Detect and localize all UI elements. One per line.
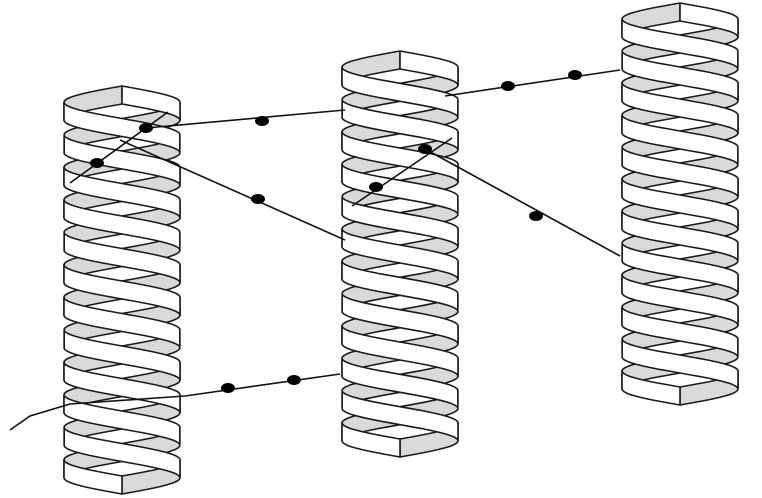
crosslink-line <box>69 111 169 184</box>
helix-strand-front <box>621 18 739 71</box>
helix-strand-front <box>621 370 681 406</box>
helix-strand-front <box>63 296 181 348</box>
helix-strand-front <box>621 242 739 294</box>
helix-strand-front <box>341 130 459 184</box>
helix-right <box>621 2 739 406</box>
helix-strand-front <box>63 361 181 414</box>
link-left-top-short <box>69 111 169 184</box>
helix-strand-front <box>63 166 181 219</box>
link-middle-right-top <box>444 69 621 97</box>
crosslink-line <box>444 69 621 97</box>
crosslink-node <box>251 194 265 204</box>
helix-strand-front <box>621 306 739 358</box>
helix-strand-front <box>121 85 181 122</box>
helix-strand-front <box>63 394 181 446</box>
helix-middle <box>341 50 459 458</box>
helix-strand-front <box>63 329 181 381</box>
helix-strand-front <box>63 425 181 479</box>
helix-strand-front <box>341 66 459 119</box>
helix-left <box>63 85 181 495</box>
crosslink-node <box>221 383 235 393</box>
crosslink-line <box>424 148 621 257</box>
crosslink-node <box>568 70 582 80</box>
helix-strand-front <box>621 274 739 326</box>
helix-strand-front <box>63 263 181 317</box>
helix-strand-front <box>63 458 123 495</box>
link-middle-right-diagonal <box>424 148 621 257</box>
helix-strand-front <box>341 196 459 248</box>
helix-strand-front <box>621 50 739 102</box>
helix-strand-front <box>621 146 739 198</box>
link-left-middle-diagonal <box>119 139 346 241</box>
helix-strand-front <box>621 82 739 134</box>
helix-strand-front <box>621 114 739 167</box>
helix-strand-front <box>341 324 459 378</box>
helix-strand-front <box>63 232 181 284</box>
crosslink-node <box>90 158 104 168</box>
link-left-middle-top <box>145 109 346 129</box>
crosslink-line <box>9 373 341 431</box>
helix-strand-front <box>63 101 181 155</box>
crosslink-node <box>529 211 543 221</box>
helix-strand-front <box>341 293 459 345</box>
crosslink-line <box>351 137 453 207</box>
helix-strand-front <box>341 421 401 458</box>
link-bottom-left <box>9 373 341 431</box>
helix-strand-front <box>63 199 181 252</box>
helix-strand-front <box>621 210 739 262</box>
helix-strand-front <box>341 163 459 216</box>
helix-strand-front <box>341 260 459 313</box>
helix-strand-front <box>341 389 459 442</box>
crosslink-node <box>255 116 269 126</box>
helix-layer <box>63 2 739 495</box>
crosslink-layer <box>9 69 621 431</box>
helix-strand-front <box>341 227 459 281</box>
crosslink-line <box>145 109 346 129</box>
helix-strand-front <box>341 99 459 151</box>
helix-strand-front <box>679 2 739 38</box>
helix-strand-front <box>621 178 739 230</box>
helix-strand-front <box>399 50 459 87</box>
crosslink-node <box>369 182 383 192</box>
crosslink-node <box>501 81 515 91</box>
helix-strand-front <box>621 337 739 390</box>
crosslink-node <box>287 375 301 385</box>
crosslink-line <box>119 139 346 241</box>
helix-strand-front <box>341 357 459 409</box>
